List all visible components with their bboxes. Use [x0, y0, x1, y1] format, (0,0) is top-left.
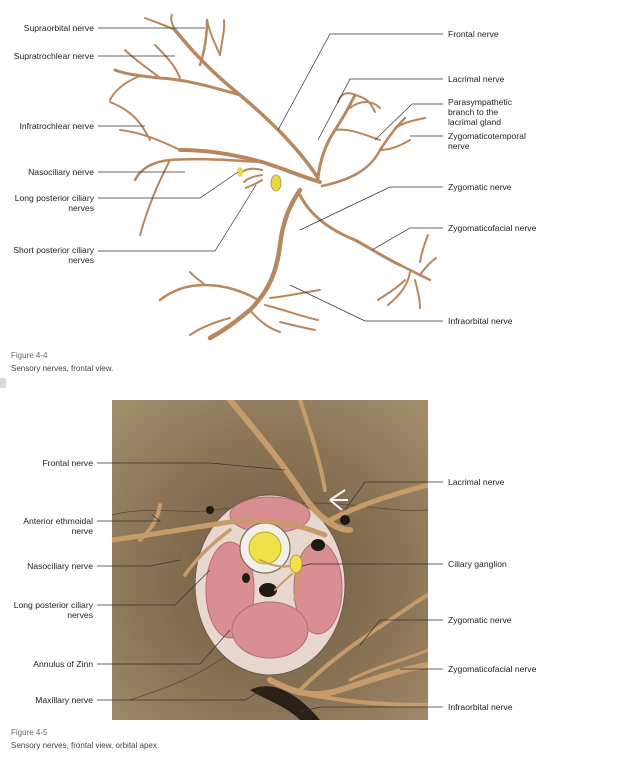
label-ciliary-ganglion: Ciliary ganglion: [448, 559, 507, 569]
label-frontal-nerve-apex: Frontal nerve: [42, 458, 93, 468]
label-long-ciliary-apex-line1: Long posterior ciliary: [13, 600, 93, 610]
label-long-ciliary-line1: Long posterior ciliary: [14, 193, 94, 203]
label-maxillary-nerve: Maxillary nerve: [35, 695, 93, 705]
figure-number-top: Figure 4-4: [11, 351, 48, 360]
label-parasympathetic-line1: Parasympathetic: [448, 97, 513, 107]
label-infraorbital-nerve-apex: Infraorbital nerve: [448, 702, 513, 712]
label-annulus-of-zinn: Annulus of Zinn: [33, 659, 93, 669]
label-parasympathetic-line3: lacrimal gland: [448, 117, 502, 127]
page-edge: [0, 378, 6, 388]
label-zygomaticotemporal-line2: nerve: [448, 141, 470, 151]
label-nasociliary-nerve-apex: Nasociliary nerve: [27, 561, 93, 571]
label-anterior-ethmoidal-line1: Anterior ethmoidal: [23, 516, 93, 526]
label-zygomaticofacial-nerve: Zygomaticofacial nerve: [448, 223, 537, 233]
label-zygomaticofacial-nerve-apex: Zygomaticofacial nerve: [448, 664, 537, 674]
figure-caption-top: Sensory nerves, frontal view.: [11, 364, 114, 373]
label-zygomaticotemporal-line1: Zygomaticotemporal: [448, 131, 526, 141]
label-infratrochlear-nerve: Infratrochlear nerve: [19, 121, 94, 131]
label-lacrimal-nerve-apex: Lacrimal nerve: [448, 477, 505, 487]
label-supraorbital-nerve: Supraorbital nerve: [23, 23, 94, 33]
label-short-ciliary-line1: Short posterior ciliary: [13, 245, 94, 255]
label-long-ciliary-line2: nerves: [68, 203, 94, 213]
label-short-ciliary-line2: nerves: [68, 255, 94, 265]
label-supratrochlear-nerve: Supratrochlear nerve: [13, 51, 94, 61]
label-frontal-nerve: Frontal nerve: [448, 29, 499, 39]
figure-number-bottom: Figure 4-5: [11, 728, 48, 737]
label-parasympathetic-line2: branch to the: [448, 107, 499, 117]
label-lacrimal-nerve: Lacrimal nerve: [448, 74, 505, 84]
label-zygomatic-nerve: Zygomatic nerve: [448, 182, 512, 192]
label-infraorbital-nerve: Infraorbital nerve: [448, 316, 513, 326]
figure-caption-bottom: Sensory nerves, frontal view, orbital ap…: [11, 741, 160, 750]
label-anterior-ethmoidal-line2: nerve: [71, 526, 94, 536]
label-zygomatic-nerve-apex: Zygomatic nerve: [448, 615, 512, 625]
label-nasociliary-nerve: Nasociliary nerve: [28, 167, 94, 177]
label-long-ciliary-apex-line2: nerves: [67, 610, 93, 620]
